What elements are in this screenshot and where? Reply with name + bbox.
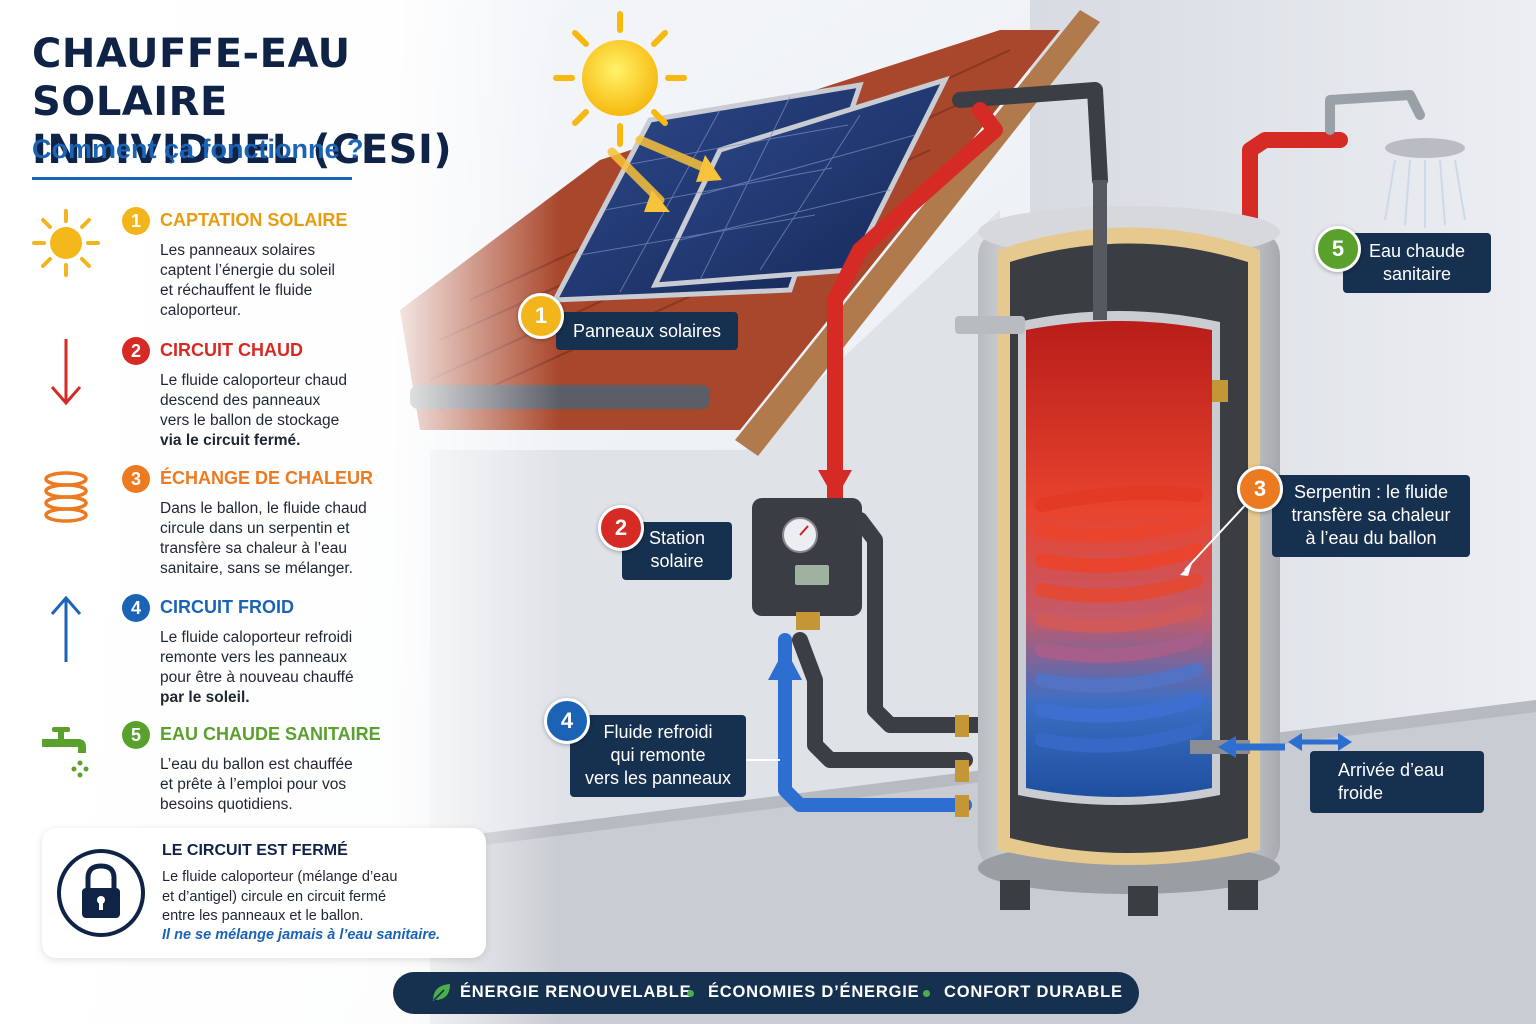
- closed-circuit-card: LE CIRCUIT EST FERMÉ Le fluide caloporte…: [42, 828, 486, 958]
- step-5-domestic-hot-water: 5 EAU CHAUDE SANITAIRE L’eau du ballon e…: [30, 721, 400, 841]
- step-number-badge: 5: [122, 721, 150, 749]
- badge-1: 1: [518, 293, 564, 339]
- page-subtitle: Comment ça fonctionne ?: [32, 134, 364, 164]
- storage-tank: [955, 180, 1280, 916]
- coil-icon: [44, 471, 88, 523]
- footer-item-savings: ÉCONOMIES D’ÉNERGIE: [708, 983, 920, 1001]
- subtitle-underline: [32, 177, 352, 180]
- badge-4: 4: [544, 698, 590, 744]
- step-number-badge: 1: [122, 207, 150, 235]
- faucet-icon: [42, 727, 89, 778]
- step-title: ÉCHANGE DE CHALEUR: [160, 468, 374, 488]
- step-number-badge: 2: [122, 337, 150, 365]
- step-number-badge: 4: [122, 594, 150, 622]
- footer-item-renewable: ÉNERGIE RENOUVELABLE: [460, 983, 692, 1001]
- step-4-cold-circuit: 4 CIRCUIT FROID Le fluide caloporteur re…: [30, 594, 400, 714]
- closed-circuit-title: LE CIRCUIT EST FERMÉ: [162, 842, 348, 859]
- step-title: CIRCUIT CHAUD: [160, 340, 303, 360]
- sun-icon: [32, 209, 100, 277]
- solar-panels: [550, 75, 950, 303]
- page-title: CHAUFFE-EAU SOLAIRE INDIVIDUEL (CESI): [32, 30, 532, 174]
- lock-icon: [57, 849, 145, 937]
- badge-3: 3: [1237, 466, 1283, 512]
- arrow-up-icon: [50, 595, 82, 662]
- footer-item-comfort: CONFORT DURABLE: [944, 983, 1123, 1001]
- footer-separator: [687, 990, 694, 997]
- step-title: CAPTATION SOLAIRE: [160, 210, 348, 230]
- solar-station: [752, 498, 862, 630]
- footer-banner: ÉNERGIE RENOUVELABLE ÉCONOMIES D’ÉNERGIE…: [393, 972, 1139, 1014]
- badge-2: 2: [598, 505, 644, 551]
- closed-circuit-text: Le fluide caloporteur (mélange d’eau et …: [162, 869, 398, 924]
- arrow-down-icon: [50, 339, 82, 406]
- label-solar-panels: Panneaux solaires: [556, 312, 738, 350]
- step-2-hot-circuit: 2 CIRCUIT CHAUD Le fluide caloporteur ch…: [30, 337, 400, 457]
- closed-circuit-emphasis: Il ne se mélange jamais à l’eau sanitair…: [162, 927, 441, 943]
- title-line-1: CHAUFFE-EAU SOLAIRE: [32, 31, 351, 125]
- footer-separator: [923, 990, 930, 997]
- step-title: CIRCUIT FROID: [160, 597, 294, 617]
- step-1-solar-capture: 1 CAPTATION SOLAIRE Les panneaux solaire…: [30, 207, 400, 327]
- cold-inlet-arrows: [1218, 733, 1352, 758]
- step-3-heat-exchange: 3 ÉCHANGE DE CHALEUR Dans le ballon, le …: [30, 465, 400, 585]
- badge-5: 5: [1315, 226, 1361, 272]
- step-title: EAU CHAUDE SANITAIRE: [160, 724, 381, 744]
- sun-illustration: [553, 11, 722, 212]
- leaf-icon: [433, 984, 450, 1001]
- title-line-2: INDIVIDUEL (CESI): [32, 127, 453, 173]
- step-number-badge: 3: [122, 465, 150, 493]
